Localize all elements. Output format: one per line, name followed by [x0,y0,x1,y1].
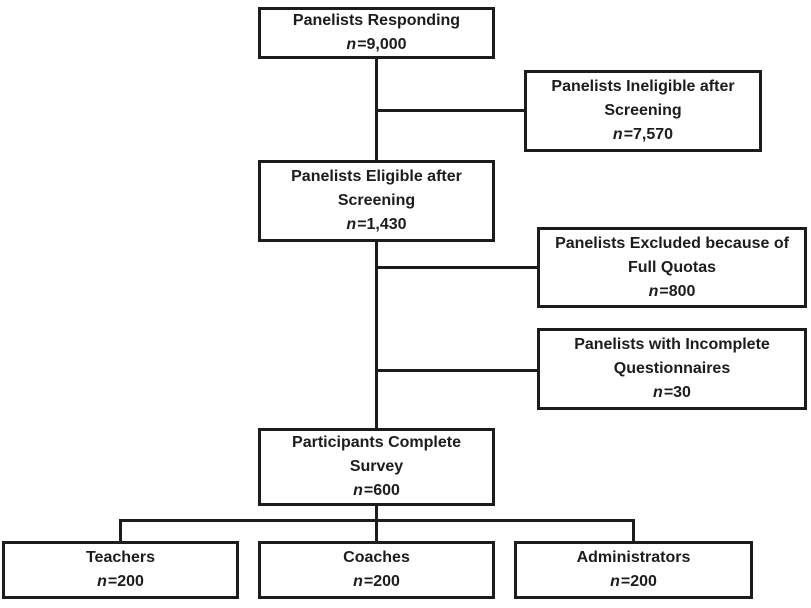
node-count: n=30 [653,381,691,405]
flow-node-responding: Panelists Responding n=9,000 [258,7,495,59]
flow-node-excluded: Panelists Excluded because of Full Quota… [537,227,807,308]
n-symbol: n [346,216,357,233]
node-label: Panelists with Incomplete Questionnaires [574,336,770,377]
n-symbol: n [612,126,623,143]
flow-node-eligible: Panelists Eligible after Screening n=1,4… [258,160,495,242]
node-count: n=200 [353,570,400,594]
node-label: Panelists Responding [292,12,461,29]
n-value: =800 [659,282,696,300]
connector-complete-down [375,506,378,541]
n-value: =9,000 [357,36,407,53]
n-symbol: n [653,384,663,401]
n-symbol: n [346,36,357,53]
n-value: =200 [363,573,400,590]
n-value: =200 [620,573,657,590]
connector-branch-to-excluded [377,266,537,269]
connector-branch-to-incomplete [377,369,537,372]
n-value: =200 [107,573,144,590]
n-value: =7,570 [623,126,674,143]
node-count: n=9,000 [346,33,406,57]
n-symbol: n [648,282,659,300]
flow-node-ineligible: Panelists Ineligible after Screening n=7… [524,70,762,152]
flow-node-teachers: Teachers n=200 [2,541,239,599]
node-label: Participants Complete Survey [292,434,461,475]
connector-drop-to-teachers [119,519,122,541]
node-label: Panelists Eligible after Screening [291,168,462,209]
node-label: Panelists Ineligible after Screening [551,78,735,119]
flow-node-complete: Participants Complete Survey n=600 [258,428,495,506]
flow-node-administrators: Administrators n=200 [514,541,753,599]
node-count: n=800 [649,280,696,304]
node-label: Administrators [576,549,691,566]
n-symbol: n [97,573,107,590]
connector-responding-to-eligible [375,59,378,160]
n-symbol: n [353,573,363,590]
flow-node-incomplete: Panelists with Incomplete Questionnaires… [537,328,807,410]
n-value: =1,430 [357,216,407,233]
node-count: n=600 [353,479,400,503]
node-count: n=200 [97,570,144,594]
connector-eligible-to-complete [375,242,378,428]
node-label: Coaches [343,549,410,566]
node-count: n=1,430 [346,213,406,237]
node-count: n=200 [610,570,657,594]
connector-branch-to-ineligible [377,109,524,112]
node-count: n=7,570 [613,123,673,147]
n-value: =600 [363,482,400,499]
n-value: =30 [663,384,691,401]
n-symbol: n [353,482,363,499]
connector-drop-to-administrators [632,519,635,541]
n-symbol: n [610,573,620,590]
node-label: Panelists Excluded because of Full Quota… [555,234,789,276]
flow-node-coaches: Coaches n=200 [258,541,495,599]
node-label: Teachers [85,549,156,566]
connector-bottom-split-bar [119,519,635,522]
